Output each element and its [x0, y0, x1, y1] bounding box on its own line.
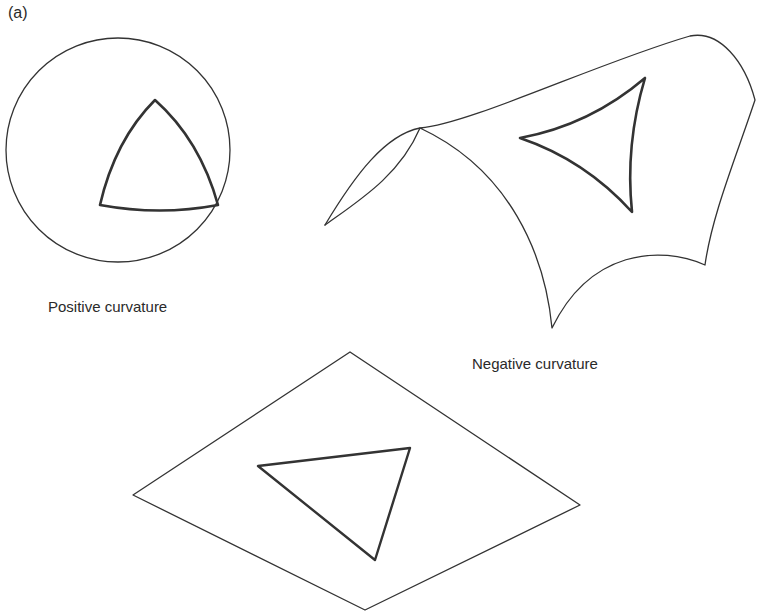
saddle-surface [325, 35, 755, 328]
curvature-caption-holder: Negative curvature [472, 355, 598, 373]
spherical-triangle [100, 100, 218, 211]
panel-letter: (a) [8, 4, 28, 21]
hyperbolic-triangle [520, 78, 645, 212]
flat-plane [133, 352, 580, 610]
curvature-caption-holder: Positive curvature [48, 298, 167, 316]
curvature-caption: Positive curvature [48, 298, 167, 315]
sphere-outline [6, 38, 230, 262]
saddle-edge [325, 128, 420, 225]
curvature-caption: Negative curvature [472, 355, 598, 372]
panel-letter-holder: (a) [8, 4, 28, 22]
flat-triangle [258, 448, 410, 560]
